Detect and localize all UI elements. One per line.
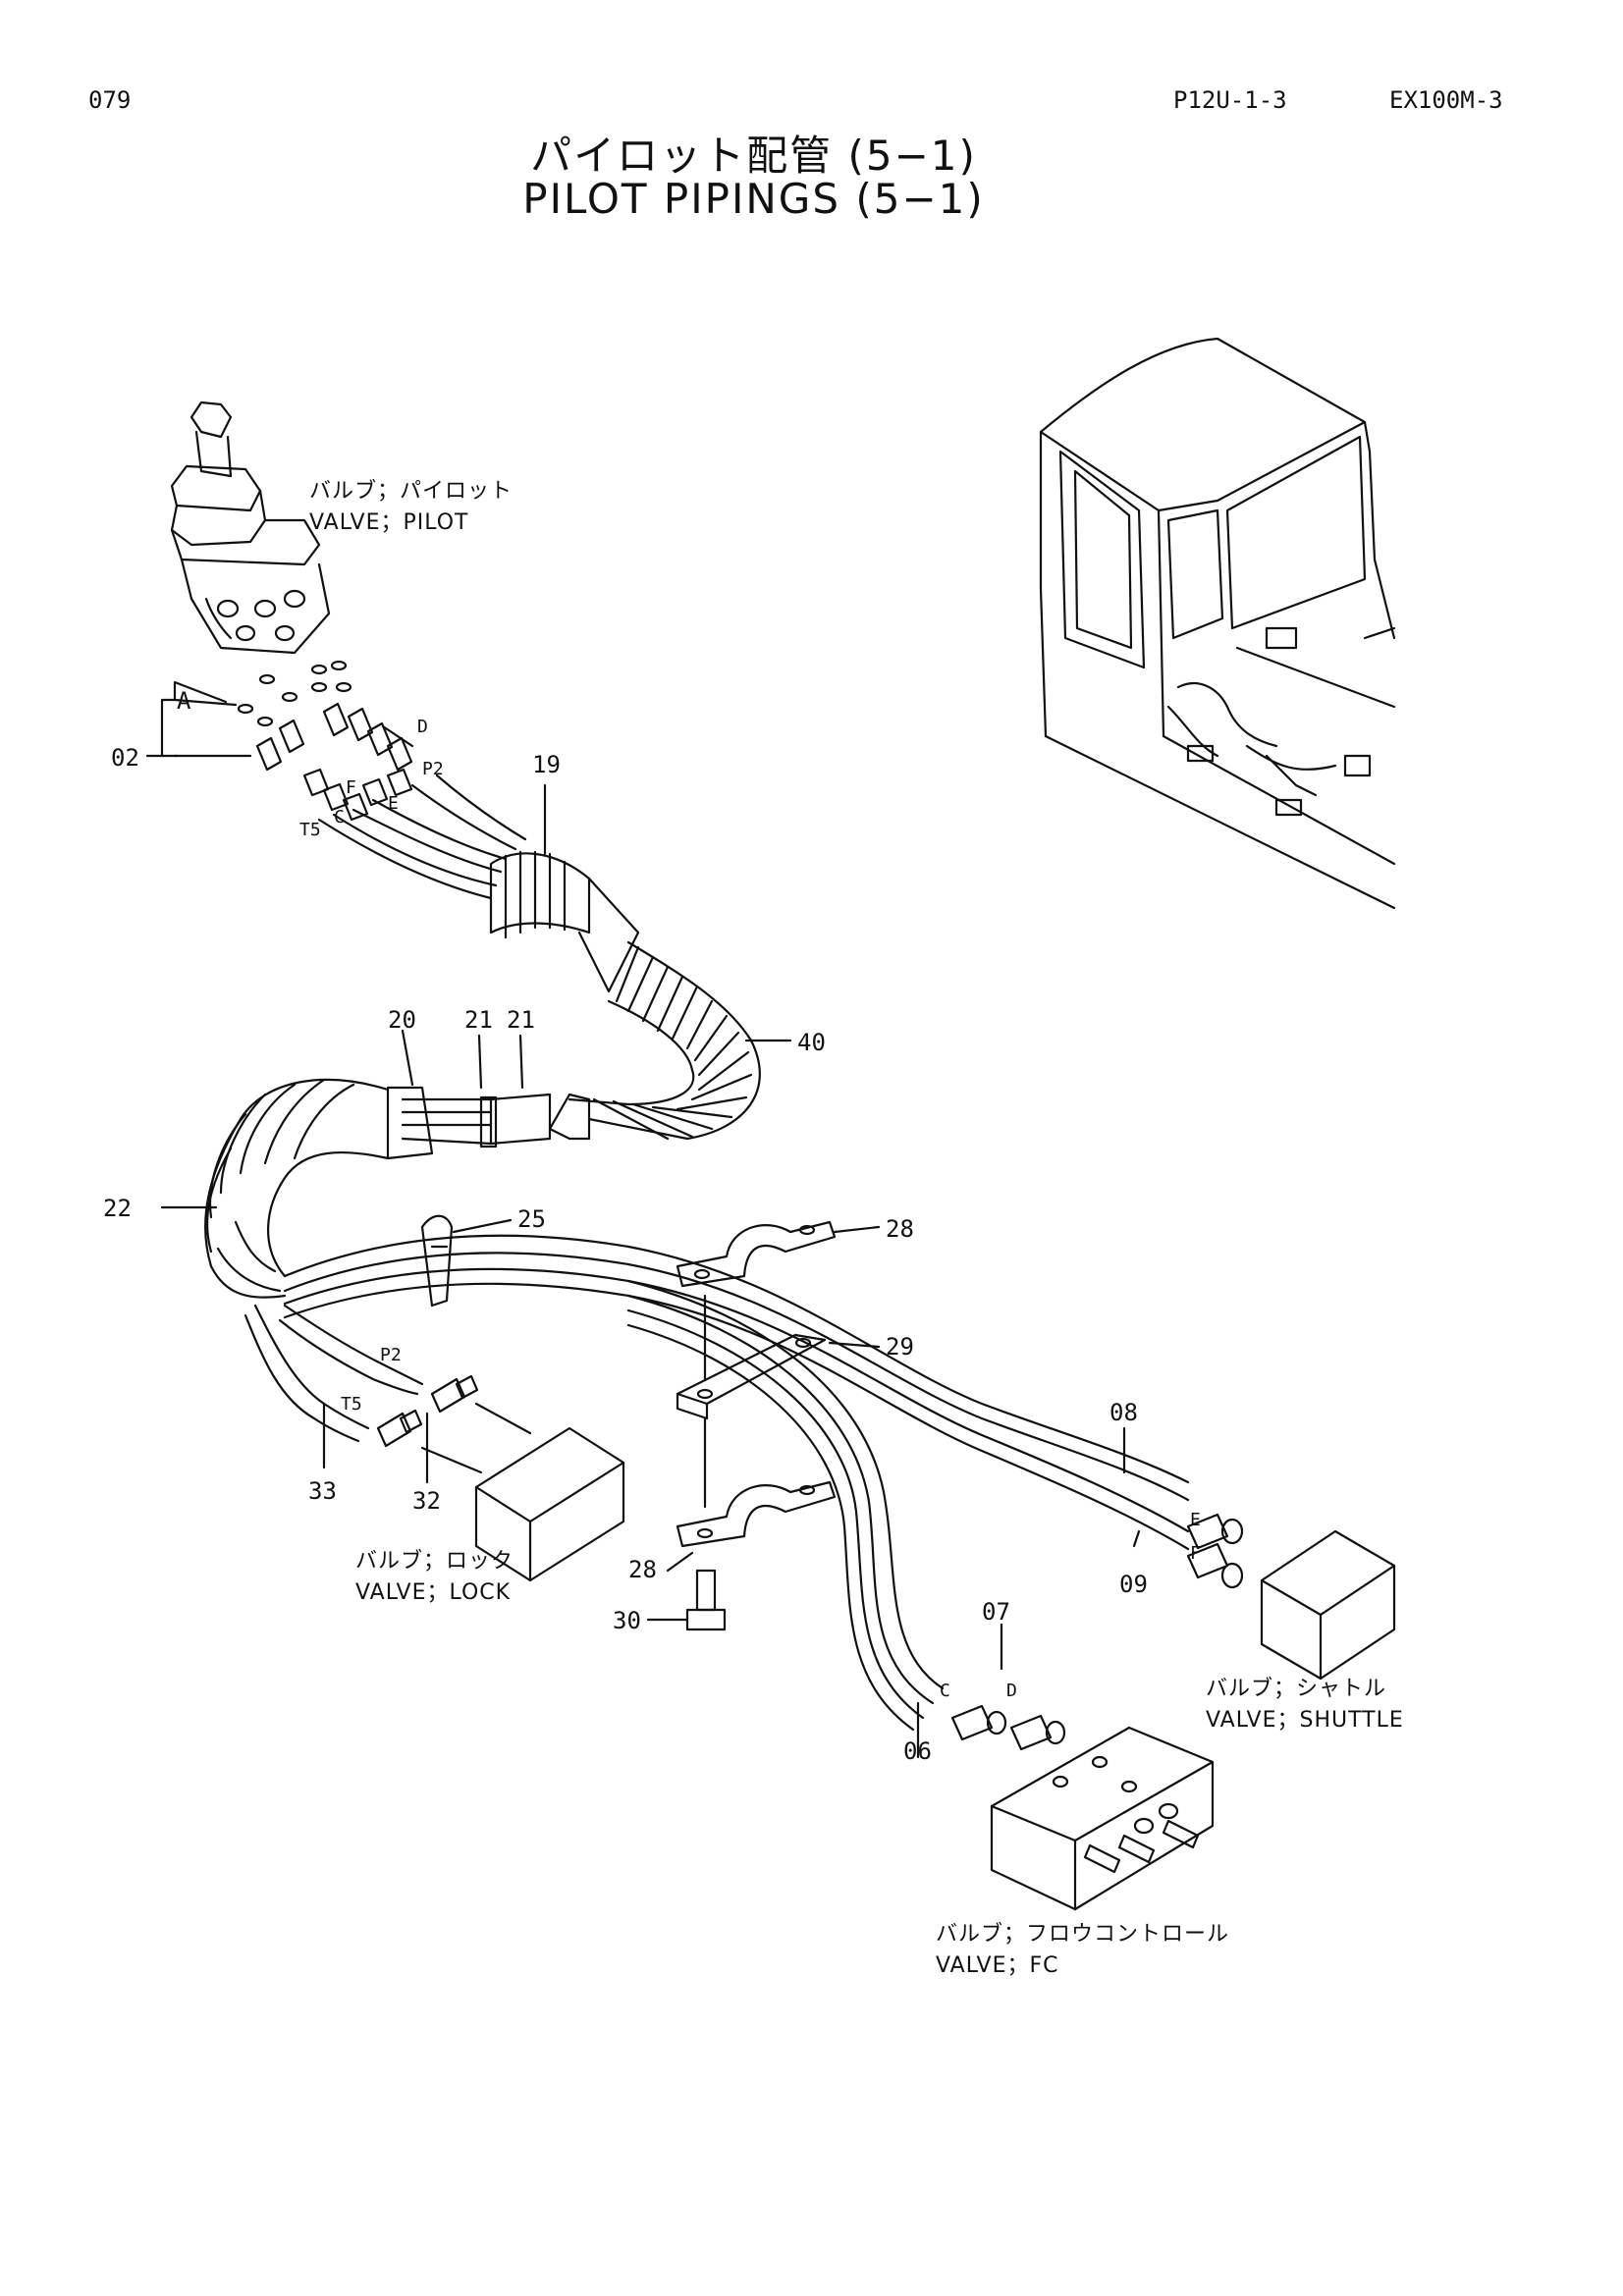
- port-label-F-shuttle: F: [1190, 1543, 1201, 1564]
- part-label-20: 20: [388, 1006, 416, 1034]
- o-rings: [237, 660, 352, 727]
- part-label-19: 19: [532, 751, 561, 778]
- port-label-E: E: [388, 793, 399, 814]
- caption-shuttle-valve-en: VALVE；SHUTTLE: [1206, 1708, 1404, 1733]
- port-label-D-fc: D: [1006, 1681, 1017, 1701]
- model-code: EX100M-3: [1389, 86, 1503, 114]
- hoses-32-33: [243, 1304, 532, 1474]
- caption-lock-valve: バルブ；ロック VALVE；LOCK: [355, 1546, 514, 1609]
- protector-19: [489, 850, 640, 993]
- title-english: PILOT PIPINGS (5−1): [522, 175, 985, 223]
- port-label-T5-lock: T5: [341, 1394, 362, 1415]
- port-label-C: C: [334, 807, 345, 828]
- port-label-T5: T5: [299, 820, 321, 840]
- caption-pilot-valve-en: VALVE；PILOT: [309, 510, 469, 535]
- part-label-33: 33: [308, 1477, 337, 1505]
- port-label-P2-lock: P2: [380, 1345, 402, 1365]
- part-label-28-lower: 28: [628, 1556, 657, 1583]
- part-label-29: 29: [886, 1333, 914, 1361]
- port-label-F: F: [346, 777, 356, 798]
- caption-fc-valve-jp: バルブ；フロウコントロール: [936, 1922, 1230, 1947]
- caption-lock-valve-en: VALVE；LOCK: [355, 1580, 512, 1605]
- clip-25: [420, 1214, 454, 1308]
- part-label-25: 25: [517, 1205, 546, 1233]
- clamps-28-29-30: [676, 1220, 837, 1631]
- drawing-code: P12U-1-3: [1173, 86, 1287, 114]
- part-label-02: 02: [111, 744, 139, 772]
- part-label-22: 22: [103, 1195, 132, 1222]
- port-label-A: A: [177, 687, 191, 715]
- port-label-C-fc: C: [940, 1681, 950, 1701]
- part-label-08: 08: [1109, 1399, 1138, 1426]
- pilot-valve-drawing: [170, 400, 331, 655]
- shuttle-fittings: [1186, 1513, 1244, 1589]
- page-number: 079: [88, 86, 132, 114]
- caption-lock-valve-jp: バルブ；ロック: [355, 1549, 514, 1574]
- pilot-hoses: [317, 774, 527, 900]
- spiral-wrap-22: [204, 1078, 390, 1299]
- caption-shuttle-valve-jp: バルブ；シャトル: [1206, 1677, 1387, 1701]
- part-label-21-a: 21: [464, 1006, 493, 1034]
- hoses-06-07: [626, 1279, 945, 1732]
- part-label-28-upper: 28: [886, 1215, 914, 1243]
- caption-shuttle-valve: バルブ；シャトル VALVE；SHUTTLE: [1206, 1674, 1404, 1736]
- port-label-E-shuttle: E: [1190, 1510, 1201, 1530]
- lock-valve-box: [474, 1426, 625, 1582]
- pilot-fittings: [255, 702, 413, 822]
- leader-lines: [145, 680, 1141, 1759]
- caption-fc-valve: バルブ；フロウコントロール VALVE；FC: [936, 1919, 1229, 1982]
- caption-pilot-valve: バルブ；パイロット VALVE；PILOT: [309, 476, 513, 539]
- part-label-40: 40: [797, 1029, 826, 1056]
- caption-pilot-valve-jp: バルブ；パイロット: [309, 479, 514, 504]
- title-japanese: パイロット配管 (5−1): [530, 132, 977, 180]
- part-label-07: 07: [982, 1598, 1010, 1626]
- part-label-30: 30: [613, 1607, 641, 1634]
- fc-valve-block: [950, 1704, 1215, 1911]
- part-label-32: 32: [412, 1487, 441, 1515]
- cab-illustration: [1039, 337, 1396, 910]
- part-label-09: 09: [1119, 1571, 1148, 1598]
- hose-bundle-clamps: [386, 1086, 591, 1160]
- caption-fc-valve-en: VALVE；FC: [936, 1953, 1059, 1978]
- part-label-21-b: 21: [507, 1006, 535, 1034]
- part-label-06: 06: [903, 1737, 932, 1765]
- shuttle-valve-box: [1260, 1529, 1396, 1681]
- port-label-D: D: [417, 717, 428, 737]
- port-label-P2: P2: [422, 759, 444, 779]
